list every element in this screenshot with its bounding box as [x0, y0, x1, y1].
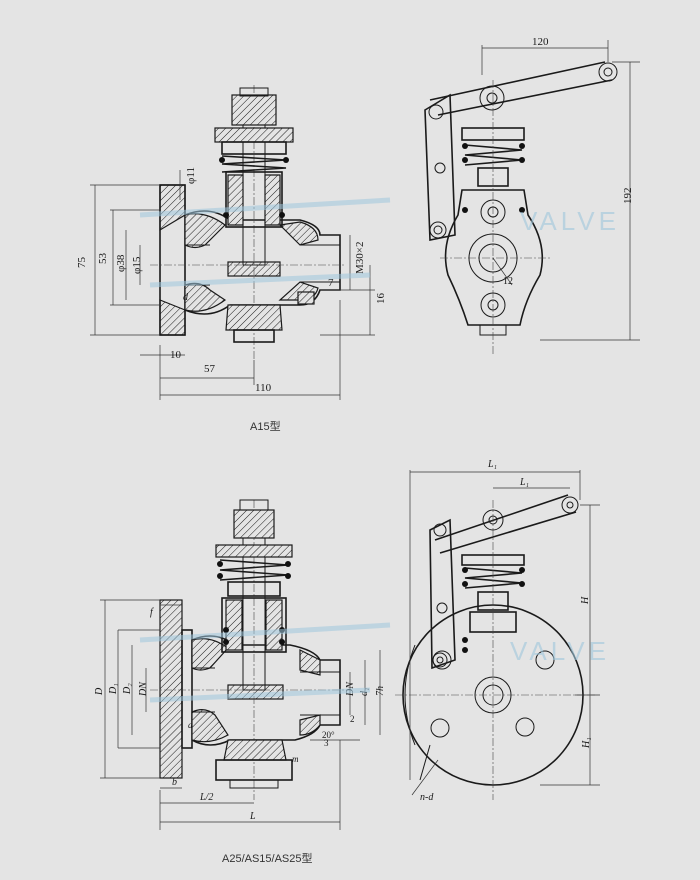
- dim-phi38: φ38: [115, 254, 127, 272]
- dim-hole: d: [183, 292, 189, 303]
- dim-10: 10: [170, 349, 182, 361]
- caption-a25-as15-as25: A25/AS15/AS25型: [222, 853, 313, 865]
- dim-D1: D₁: [108, 683, 119, 695]
- dim-192: 192: [622, 188, 634, 205]
- dim-L2: L/2: [199, 792, 213, 803]
- dim-L1-inner: L₁: [519, 477, 529, 488]
- dim-16: 16: [375, 293, 387, 305]
- a15-side-view: [424, 61, 618, 355]
- dim-d: d: [188, 720, 193, 730]
- a15-section-dimensions: 75 53 φ38 φ15 φ11 10 57 110 7 16 M30×2 d: [76, 167, 387, 400]
- dim-L: L: [249, 811, 256, 822]
- dim-phi11: φ11: [185, 167, 197, 184]
- dim-20deg: 20°: [322, 730, 335, 740]
- dim-7h: 7h: [375, 686, 386, 696]
- dim-12: 12: [503, 276, 513, 287]
- dim-75: 75: [76, 257, 88, 269]
- dim-120: 120: [532, 36, 549, 48]
- dim-3: 3: [324, 738, 329, 748]
- dim-53: 53: [97, 253, 109, 265]
- dim-D: D: [94, 687, 105, 696]
- dim-H1: H₁: [581, 737, 592, 749]
- dim-m: m: [292, 754, 299, 764]
- dim-b: b: [172, 777, 177, 788]
- a25-section-view: [150, 499, 350, 800]
- dim-DN-left: DN: [138, 681, 149, 697]
- dim-phi15: φ15: [131, 256, 143, 274]
- a25-side-dimensions: L₁ L₁ H H₁ n-d: [409, 459, 600, 803]
- watermark: VALVE VALVE: [139, 197, 620, 703]
- caption-a15: A15型: [250, 421, 281, 433]
- dim-57: 57: [204, 363, 216, 375]
- dim-110: 110: [255, 382, 272, 394]
- dim-f: f: [150, 607, 154, 618]
- dim-H: H: [580, 596, 591, 605]
- dim-n-d: n-d: [420, 792, 434, 803]
- a15-side-dimensions: 120 192 12: [481, 36, 640, 341]
- dim-L1-outer: L₁: [487, 459, 497, 470]
- dim-2: 2: [350, 714, 355, 724]
- watermark-text-top: VALVE: [520, 206, 620, 236]
- a15-section-view: [150, 85, 345, 360]
- dim-D2: D₂: [122, 683, 133, 695]
- watermark-text-bottom: VALVE: [510, 636, 610, 666]
- dim-thread: M30×2: [354, 242, 366, 274]
- dim-7: 7: [328, 277, 334, 289]
